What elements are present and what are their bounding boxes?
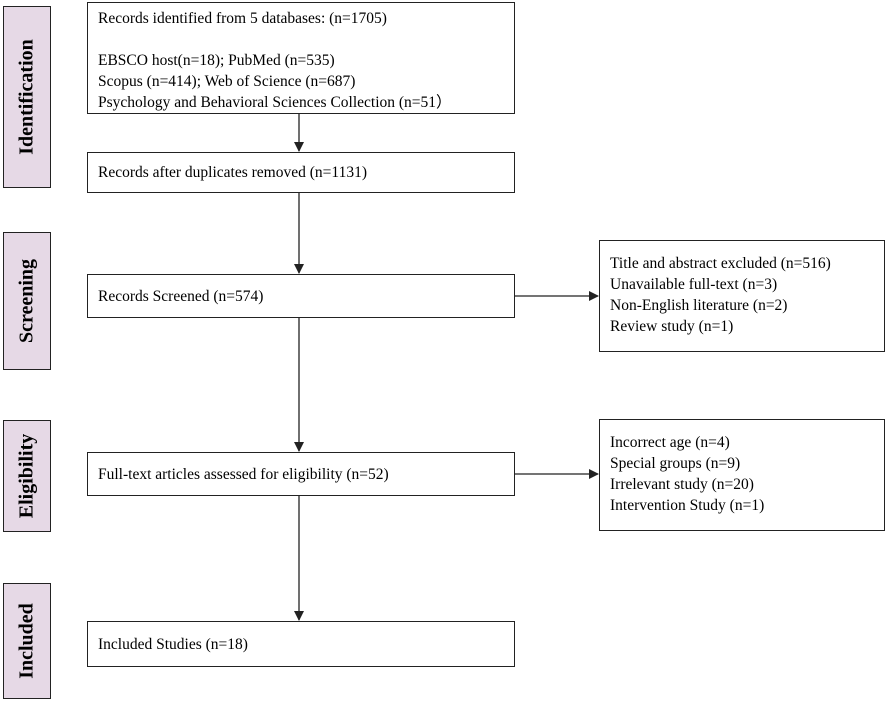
excluded-unavailable-fulltext: Unavailable full-text (n=3) bbox=[610, 276, 778, 293]
phase-screening: Screening bbox=[3, 232, 51, 370]
included-studies-box: Included Studies (n=18) bbox=[87, 621, 515, 667]
excluded-intervention-study: Intervention Study (n=1) bbox=[610, 497, 765, 514]
records-identified-psychology: Psychology and Behavioral Sciences Colle… bbox=[98, 94, 452, 111]
records-screened-text: Records Screened (n=574) bbox=[98, 287, 264, 305]
records-screened-box: Records Screened (n=574) bbox=[87, 274, 515, 318]
fulltext-assessed-box: Full-text articles assessed for eligibil… bbox=[87, 452, 515, 496]
records-identified-ebsco-pubmed: EBSCO host(n=18); PubMed (n=535) bbox=[98, 52, 335, 69]
phase-eligibility: Eligibility bbox=[3, 420, 51, 532]
duplicates-removed-text: Records after duplicates removed (n=1131… bbox=[98, 164, 367, 181]
records-identified-box: Records identified from 5 databases: (n=… bbox=[87, 2, 515, 114]
excluded-irrelevant-study: Irrelevant study (n=20) bbox=[610, 476, 754, 493]
phase-identification: Identification bbox=[3, 6, 51, 188]
excluded-incorrect-age: Incorrect age (n=4) bbox=[610, 434, 730, 451]
excluded-special-groups: Special groups (n=9) bbox=[610, 455, 741, 472]
records-identified-total: Records identified from 5 databases: (n=… bbox=[98, 10, 387, 27]
eligibility-excluded-box: Incorrect age (n=4) Special groups (n=9)… bbox=[599, 419, 885, 531]
duplicates-removed-box: Records after duplicates removed (n=1131… bbox=[87, 152, 515, 193]
excluded-title-abstract: Title and abstract excluded (n=516) bbox=[610, 255, 831, 272]
fulltext-assessed-text: Full-text articles assessed for eligibil… bbox=[98, 465, 389, 483]
included-studies-text: Included Studies (n=18) bbox=[98, 635, 248, 653]
screening-excluded-box: Title and abstract excluded (n=516) Unav… bbox=[599, 240, 885, 352]
excluded-review-study: Review study (n=1) bbox=[610, 318, 734, 335]
excluded-non-english: Non-English literature (n=2) bbox=[610, 297, 788, 314]
phase-included: Included bbox=[3, 583, 51, 699]
records-identified-scopus-wos: Scopus (n=414); Web of Science (n=687) bbox=[98, 73, 356, 90]
